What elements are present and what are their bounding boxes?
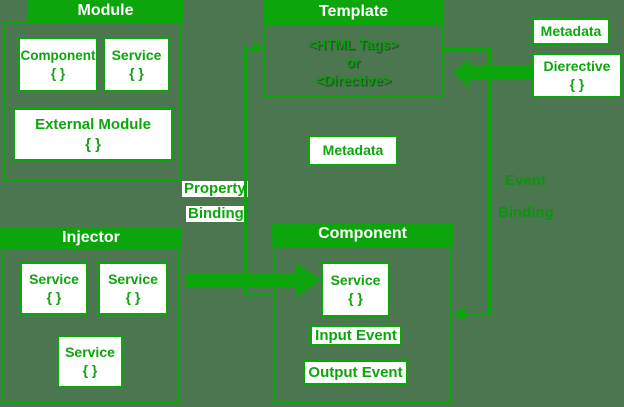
module-component-label: Component bbox=[20, 48, 96, 64]
injector-to-component-arrow-shaft bbox=[186, 274, 296, 287]
property-binding-label-property: Property bbox=[182, 180, 248, 197]
input-event-label: Input Event bbox=[315, 326, 397, 344]
component-title: Component bbox=[318, 225, 407, 242]
injector-service1-braces: { } bbox=[46, 288, 62, 305]
metadata-middle-box: Metadata bbox=[308, 135, 398, 166]
injector-service2-braces: { } bbox=[125, 288, 141, 305]
property-binding-vertical-line bbox=[244, 46, 247, 296]
module-header: Module bbox=[28, 0, 183, 22]
component-body-outline bbox=[273, 245, 452, 403]
event-binding-bottom-line bbox=[463, 313, 490, 316]
output-event-label: Output Event bbox=[308, 363, 403, 381]
component-header: Component bbox=[272, 223, 453, 245]
input-event-box: Input Event bbox=[310, 325, 402, 346]
event-binding-label-event: Event bbox=[505, 172, 546, 189]
module-component-box: Component { } bbox=[18, 37, 98, 92]
directive-to-template-arrow-shaft bbox=[470, 66, 532, 79]
component-service-box: Service { } bbox=[321, 262, 390, 317]
injector-header: Injector bbox=[0, 227, 182, 248]
template-body-outline bbox=[263, 23, 443, 98]
output-event-box: Output Event bbox=[303, 360, 408, 385]
event-binding-label-binding: Binding bbox=[498, 204, 554, 221]
metadata-top-box: Metadata bbox=[532, 18, 610, 45]
directive-label: Dierective bbox=[543, 57, 611, 74]
module-service-box: Service { } bbox=[103, 37, 170, 92]
template-line-or: or bbox=[346, 54, 360, 70]
template-line-html-tags: <HTML Tags> bbox=[307, 36, 399, 52]
property-binding-bottom-line bbox=[244, 293, 275, 296]
directive-to-template-arrowhead-icon bbox=[453, 58, 470, 88]
component-service-label: Service bbox=[330, 271, 381, 288]
event-binding-top-line bbox=[443, 48, 490, 51]
template-line-directive: <Directive> bbox=[315, 72, 391, 88]
injector-to-component-arrowhead-icon bbox=[296, 263, 321, 297]
component-service-braces: { } bbox=[348, 289, 363, 306]
template-header: Template bbox=[264, 0, 443, 23]
injector-service3-label: Service bbox=[65, 343, 115, 360]
injector-service2-label: Service bbox=[108, 270, 158, 287]
module-body-outline bbox=[3, 22, 181, 182]
property-binding-label-binding: Binding bbox=[186, 205, 246, 222]
metadata-middle-label: Metadata bbox=[322, 141, 384, 158]
property-binding-top-line bbox=[244, 47, 256, 50]
template-title: Template bbox=[318, 2, 389, 20]
injector-service1-label: Service bbox=[29, 270, 79, 287]
module-service-braces: { } bbox=[129, 64, 144, 81]
module-external-label: External Module bbox=[35, 116, 151, 134]
injector-title: Injector bbox=[62, 228, 120, 246]
injector-body-outline bbox=[2, 248, 180, 403]
injector-service3-box: Service { } bbox=[57, 335, 123, 388]
template-body-text: <HTML Tags> or <Directive> bbox=[263, 26, 443, 98]
directive-box: Dierective { } bbox=[532, 53, 622, 98]
event-binding-arrowhead-icon bbox=[453, 307, 465, 321]
module-component-braces: { } bbox=[50, 65, 66, 81]
module-title: Module bbox=[77, 2, 134, 19]
directive-braces: { } bbox=[569, 75, 585, 92]
module-external-module-box: External Module { } bbox=[13, 108, 173, 161]
metadata-top-label: Metadata bbox=[540, 22, 602, 39]
injector-service3-braces: { } bbox=[82, 361, 98, 378]
injector-service2-box: Service { } bbox=[98, 262, 168, 315]
injector-service1-box: Service { } bbox=[20, 262, 88, 315]
module-service-label: Service bbox=[111, 46, 162, 63]
module-external-braces: { } bbox=[85, 135, 101, 153]
property-binding-arrowhead-icon bbox=[254, 42, 263, 54]
event-binding-vertical-line bbox=[488, 48, 491, 316]
